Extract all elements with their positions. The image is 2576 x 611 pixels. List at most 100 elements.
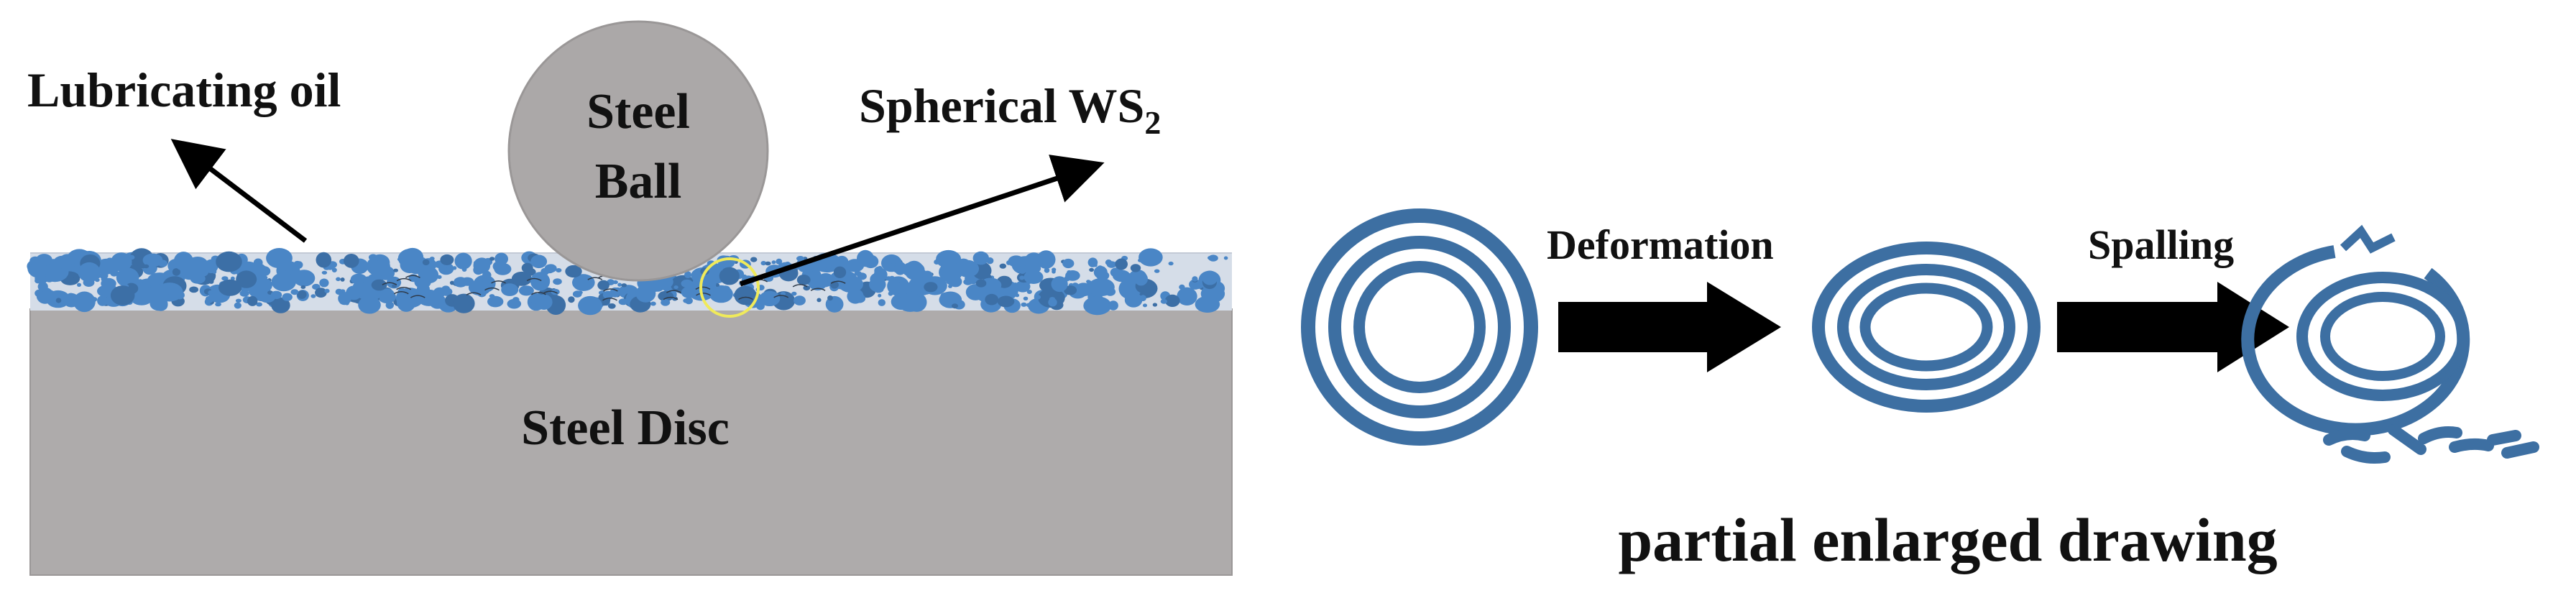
ws2-particle	[494, 252, 508, 265]
ws2-particle	[1052, 270, 1056, 274]
ws2-particle	[791, 291, 797, 296]
ws2-particle	[1195, 295, 1220, 313]
ws2-particle	[282, 293, 293, 301]
ws2-particle	[1024, 270, 1044, 284]
ws2-particle	[150, 296, 168, 311]
ws2-particle	[494, 262, 512, 275]
ws2-particle	[256, 302, 262, 307]
ws2-particle	[167, 293, 177, 302]
ws2-particle	[350, 273, 367, 285]
onion-ws2-intact	[1301, 208, 1538, 446]
debris-squiggle	[792, 284, 808, 288]
ws2-particle	[1091, 293, 1097, 297]
ws2-particle	[673, 285, 678, 290]
ws2-particle	[618, 298, 628, 306]
ws2-particle	[650, 301, 656, 306]
fragment	[2388, 424, 2426, 455]
ws2-particle	[857, 272, 867, 280]
ws2-particle	[1023, 296, 1029, 300]
debris-squiggle	[405, 275, 420, 278]
ws2-particle	[822, 280, 829, 288]
partial-enlarged-caption: partial enlarged drawing	[1618, 505, 2277, 574]
ws2-particle	[71, 262, 75, 267]
ws2-particle	[158, 259, 167, 267]
ws2-particle	[661, 299, 671, 306]
ws2-particle	[572, 274, 595, 291]
ws2-particle	[895, 282, 911, 295]
ws2-particle	[489, 257, 495, 261]
fragment	[2323, 428, 2370, 446]
deformation-label: Deformation	[1547, 221, 1774, 268]
ws2-particle	[1026, 303, 1031, 308]
fragment	[2487, 430, 2521, 446]
spalling-label: Spalling	[2088, 221, 2234, 268]
ws2-particle	[482, 270, 492, 280]
debris-squiggle	[695, 286, 711, 290]
ws2-particle	[321, 280, 328, 285]
ws2-particle	[180, 263, 198, 280]
steel-ball-label-line2: Ball	[595, 154, 682, 209]
debris-squiggle	[830, 280, 846, 284]
ws2-particle	[221, 276, 229, 281]
ws2-particle	[952, 303, 958, 309]
ws2-particle	[236, 270, 257, 288]
ws2-particle	[878, 293, 882, 298]
onion3-ring-inner	[2320, 292, 2445, 381]
ws2-particle	[1011, 282, 1019, 290]
debris-squiggle	[602, 298, 617, 301]
ws2-particle	[97, 285, 114, 298]
ws2-particle	[45, 275, 55, 282]
ws2-particle	[1139, 295, 1146, 301]
fragment	[2449, 438, 2494, 453]
onion1-ring-inner	[1353, 261, 1486, 393]
ws2-particle	[253, 258, 263, 267]
debris-squiggle	[663, 296, 678, 300]
ws2-particle	[742, 274, 748, 280]
ws2-particle	[501, 283, 519, 296]
ws2-particle	[137, 279, 144, 285]
onion-ws2-deformed	[1812, 242, 2041, 413]
debris-squiggle	[396, 286, 411, 290]
ws2-particle	[568, 296, 575, 303]
ws2-particle	[1035, 295, 1041, 300]
ws2-particle	[760, 261, 767, 266]
ws2-particle	[759, 290, 781, 306]
ws2-particle	[344, 254, 359, 268]
ws2-particle	[218, 279, 242, 296]
ws2-particle	[518, 285, 534, 296]
ws2-particle	[878, 299, 886, 306]
spherical-ws2-main: Spherical WS	[859, 78, 1144, 133]
onion-ws2-spalled	[2241, 224, 2539, 464]
ws2-particle	[692, 274, 717, 293]
fragment	[2341, 446, 2391, 464]
debris-squiggle	[603, 288, 618, 292]
ws2-particle	[838, 275, 864, 293]
ws2-particle	[1202, 270, 1218, 285]
ws2-particle	[716, 266, 724, 272]
ws2-particle	[817, 273, 834, 287]
ws2-particle	[531, 301, 536, 306]
ws2-particle	[1075, 282, 1092, 297]
ws2-particle	[1067, 270, 1072, 274]
ws2-particle	[1195, 282, 1203, 289]
ws2-particle	[681, 279, 694, 288]
ws2-particle	[924, 282, 938, 293]
ws2-particle	[939, 291, 962, 308]
fragment	[2418, 426, 2462, 444]
right-panel: Deformation Spalling	[1301, 208, 2539, 574]
ws2-particle	[1083, 296, 1112, 316]
ws2-particle	[75, 293, 90, 307]
ws2-particle	[1115, 258, 1128, 270]
ws2-particle	[833, 266, 847, 278]
debris-squiggle	[393, 290, 409, 295]
debris-squiggle	[396, 277, 412, 282]
onion1-ring-middle	[1328, 236, 1511, 418]
ws2-particle	[825, 264, 832, 269]
ws2-particle	[862, 254, 879, 269]
debris-squiggle	[382, 282, 397, 285]
ws2-particle	[386, 276, 402, 289]
ws2-particle	[540, 267, 550, 275]
ws2-particle	[684, 271, 691, 278]
debris-squiggle	[587, 277, 603, 280]
ws2-particle	[271, 272, 296, 292]
